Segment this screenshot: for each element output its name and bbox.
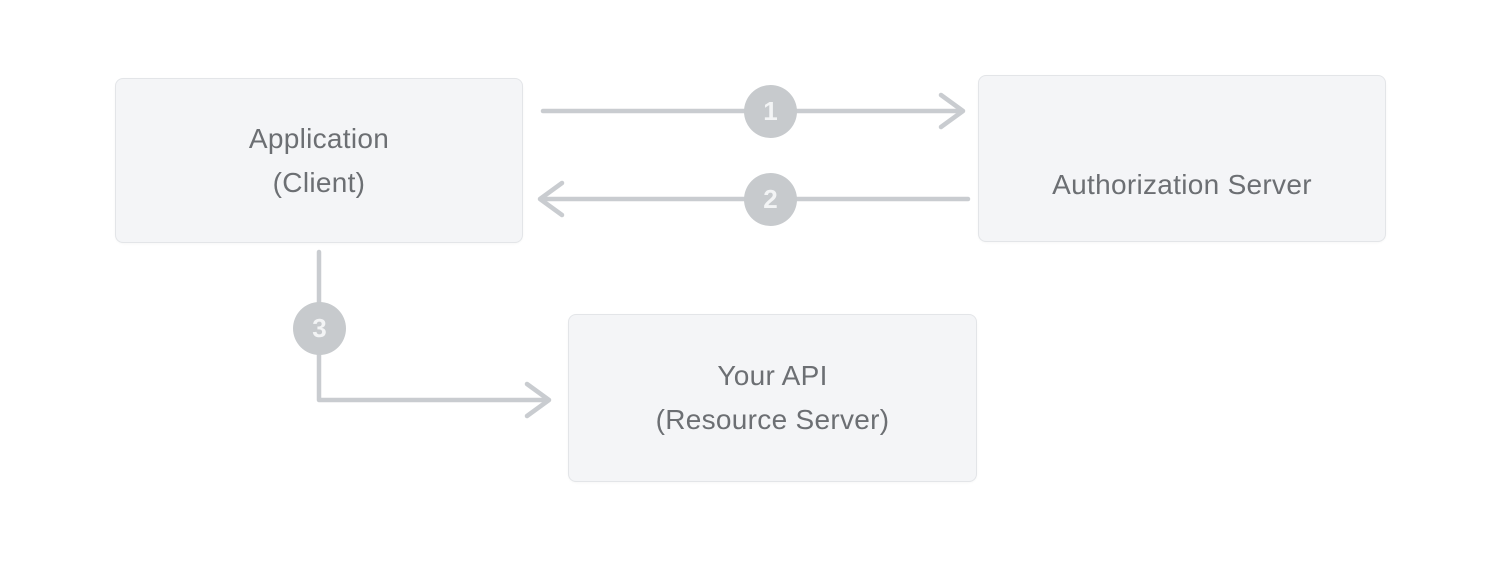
node-application-client: Application (Client) [115, 78, 523, 243]
arrowhead-right-icon [938, 92, 966, 130]
node-your-api-resource-server: Your API (Resource Server) [568, 314, 977, 482]
node-application-label: Application (Client) [249, 117, 389, 205]
node-authorization-server-line1: Authorization Server [1052, 169, 1312, 200]
arrowhead-left-icon [537, 180, 565, 218]
node-authorization-server: Authorization Server [978, 75, 1386, 242]
arrowhead-right-icon [524, 381, 552, 419]
node-your-api-label: Your API (Resource Server) [656, 354, 890, 442]
node-your-api-line1: Your API [717, 360, 828, 391]
arrow-step-3 [316, 249, 552, 419]
node-your-api-line2: (Resource Server) [655, 404, 890, 435]
step-badge-1: 1 [744, 85, 797, 138]
node-application-line1: Application [248, 122, 390, 154]
node-application-line2: (Client) [272, 166, 366, 198]
step-badge-3: 3 [293, 302, 346, 355]
node-authorization-server-label: Authorization Server [1052, 163, 1312, 207]
step-badge-2: 2 [744, 173, 797, 226]
